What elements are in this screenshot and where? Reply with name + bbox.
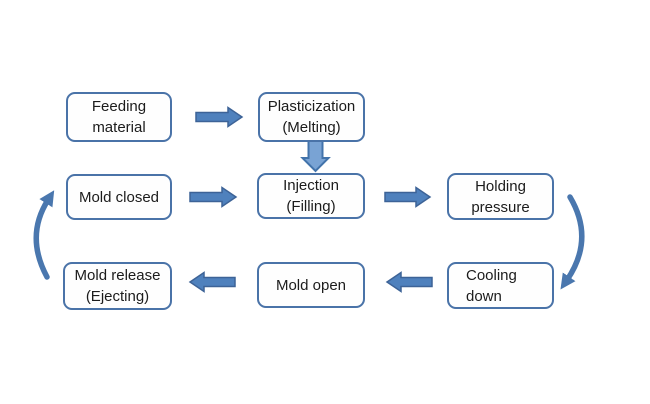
arrow-feeding-to-plasticization [195,106,244,128]
box-mold-closed: Mold closed [66,174,172,220]
box-label-line: Feeding [91,98,147,115]
box-mold-release: Mold release (Ejecting) [63,262,172,310]
arrow-plasticization-to-injection [300,137,331,173]
arrow-holding-to-cooling [560,194,585,290]
box-label-line: material [92,119,146,136]
arrow-injection-to-holding [384,186,432,208]
box-label-line: (Ejecting) [85,288,150,305]
arrow-moldclosed-to-injection [189,186,238,208]
box-label-line: Cooling [466,266,517,284]
box-plasticization: Plasticization (Melting) [258,92,365,142]
box-cooling-down: Cooling down [447,262,554,309]
box-label-line: (Filling) [286,198,336,215]
box-label-line: (Melting) [282,119,341,136]
box-label-line: Holding [475,177,526,195]
box-label-line: down [466,287,502,305]
arrow-moldopen-to-moldrelease [188,271,236,293]
box-label-line: Mold closed [78,188,160,206]
box-label-line: Mold open [275,276,347,294]
box-injection: Injection (Filling) [257,173,365,219]
arrow-cooling-to-moldopen [385,271,433,293]
box-label-line: Plasticization [267,98,356,115]
box-label-line: Injection [283,177,339,194]
box-mold-open: Mold open [257,262,365,308]
arrow-moldrelease-to-moldclosed [33,190,55,280]
box-feeding-material: Feeding material [66,92,172,142]
box-label-line: pressure [471,198,530,216]
box-label-line: Mold release [74,267,161,284]
box-holding-pressure: Holding pressure [447,173,554,220]
